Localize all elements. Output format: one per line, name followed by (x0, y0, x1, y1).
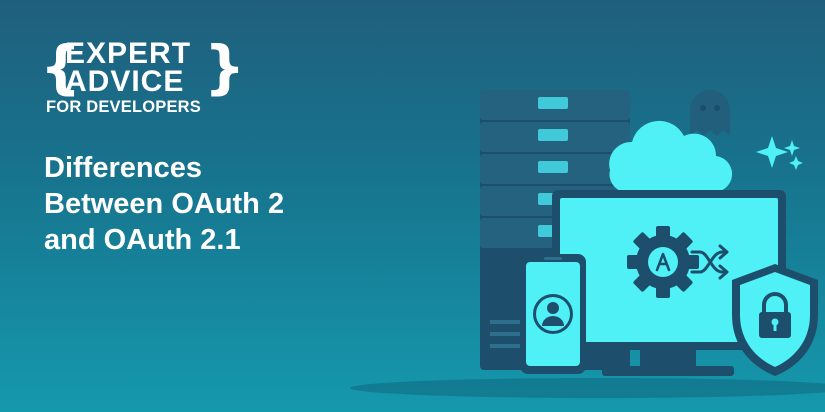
headline: Differences Between OAuth 2 and OAuth 2.… (44, 150, 364, 258)
cloud-icon (609, 120, 733, 193)
brand-line-advice: ADVICE (65, 65, 185, 98)
headline-line-1: Differences (44, 152, 202, 184)
brand-subtitle: FOR DEVELOPERS (46, 98, 201, 116)
floor-shadow (350, 378, 825, 398)
padlock-icon (759, 292, 791, 338)
ghost-icon (690, 90, 730, 136)
headline-line-2: Between OAuth 2 (44, 188, 285, 220)
left-brace: { (40, 33, 82, 101)
gear-icon (627, 226, 699, 298)
illustration (350, 90, 825, 398)
brand-line-expert: EXPERT (65, 37, 192, 70)
shuffle-arrows-icon (690, 244, 729, 280)
sparkle-icon (756, 136, 803, 170)
user-icon (533, 294, 573, 334)
right-brace: } (204, 33, 246, 101)
headline-line-3: and OAuth 2.1 (44, 224, 241, 256)
brand-logo: { EXPERT ADVICE } FOR DEVELOPERS (40, 33, 245, 118)
